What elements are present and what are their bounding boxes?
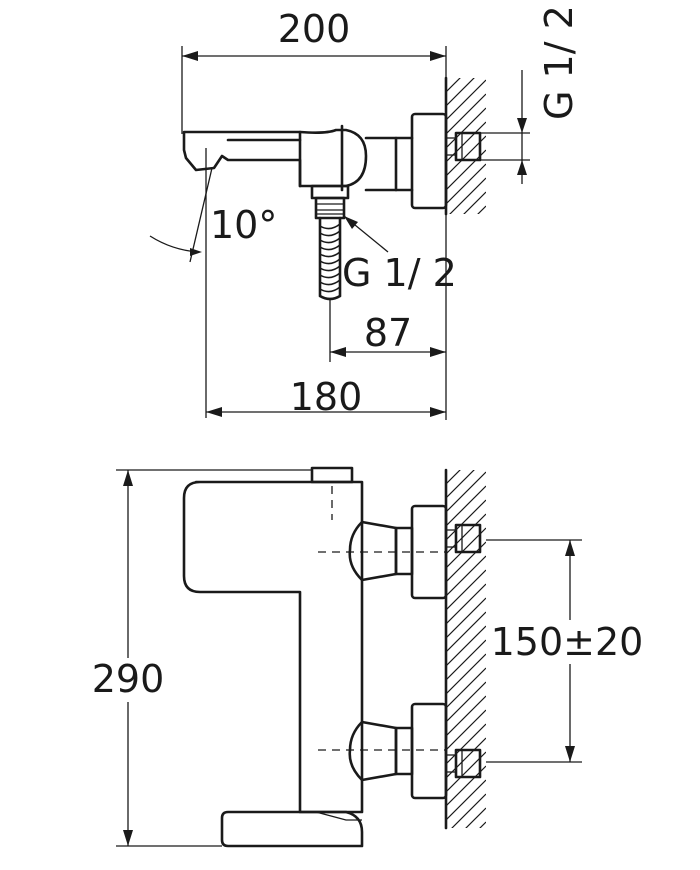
shower-hose bbox=[318, 216, 342, 301]
hatch-line bbox=[446, 625, 486, 667]
lower-inlet-connector bbox=[348, 702, 482, 800]
hatch-line bbox=[446, 78, 461, 93]
hatch-line bbox=[446, 470, 447, 471]
hatch-line bbox=[446, 470, 475, 499]
hose-coil bbox=[319, 265, 341, 272]
inlet-nut-top bbox=[454, 131, 482, 162]
hatch-line bbox=[446, 611, 486, 653]
hatch-line bbox=[446, 597, 486, 639]
wall-flange-top bbox=[410, 112, 448, 210]
hatch-line bbox=[446, 836, 486, 870]
hose-coil bbox=[319, 223, 341, 230]
hatch-line bbox=[446, 78, 447, 79]
hose-coil bbox=[319, 251, 341, 258]
hatch-line bbox=[446, 850, 486, 870]
dim-label-150: 150±20 bbox=[491, 620, 644, 664]
hatch-line bbox=[446, 639, 486, 681]
wall-hatch-top bbox=[446, 78, 486, 214]
hatch-line bbox=[446, 555, 486, 597]
hatch-line bbox=[446, 653, 486, 695]
spout-body bbox=[182, 128, 368, 188]
hatch-line bbox=[446, 470, 461, 485]
hose-coil bbox=[319, 286, 341, 293]
hatch-line bbox=[446, 79, 486, 121]
hatch-line bbox=[446, 723, 486, 765]
dim-label-200: 200 bbox=[278, 7, 351, 51]
hose-coil bbox=[319, 272, 341, 279]
hatch-line bbox=[446, 471, 486, 513]
hose-thread-top bbox=[314, 196, 346, 220]
hatch-line bbox=[451, 793, 486, 828]
hatch-line bbox=[463, 191, 486, 214]
hatch-line bbox=[446, 864, 486, 870]
hose-coil bbox=[319, 237, 341, 244]
hose-coil bbox=[319, 244, 341, 251]
hatch-line bbox=[446, 667, 486, 709]
hatch-line bbox=[446, 681, 486, 723]
front-view: 150±20 290 bbox=[88, 466, 644, 870]
connector-top bbox=[364, 136, 414, 192]
dim-label-hose-thread: G 1/ 2 bbox=[342, 251, 457, 295]
hatch-line bbox=[446, 107, 486, 149]
hatch-line bbox=[446, 779, 486, 821]
hatch-line bbox=[446, 499, 486, 541]
dim-label-inlet-thread: G 1/ 2 bbox=[537, 5, 581, 120]
dim-label-180: 180 bbox=[290, 375, 363, 419]
hatch-line bbox=[449, 177, 486, 214]
mixer-handle bbox=[310, 466, 354, 484]
upper-inlet-connector bbox=[348, 504, 482, 600]
hose-coil bbox=[319, 279, 341, 286]
hatch-line bbox=[446, 695, 486, 737]
hatch-line bbox=[446, 163, 486, 205]
hatch-line bbox=[477, 205, 486, 214]
hatch-line bbox=[446, 737, 486, 779]
hose-coil bbox=[319, 258, 341, 265]
mixer-body bbox=[182, 480, 364, 814]
dim-label-87: 87 bbox=[364, 311, 412, 355]
spout-outlet bbox=[220, 810, 364, 848]
wall-hatch-bottom bbox=[446, 470, 486, 870]
hatch-line bbox=[465, 807, 486, 828]
spout-axis-line bbox=[189, 167, 213, 263]
side-view: 200 G 1/ 2 10° G 1/ 2 87 180 bbox=[149, 5, 581, 420]
hatch-line bbox=[446, 583, 486, 625]
hatch-line bbox=[446, 485, 486, 527]
dim-label-290: 290 bbox=[92, 657, 165, 701]
hatch-line bbox=[446, 569, 486, 611]
hose-coil bbox=[319, 230, 341, 237]
hatch-line bbox=[446, 709, 486, 751]
dim-label-angle: 10° bbox=[210, 203, 277, 247]
hatch-line bbox=[446, 93, 486, 135]
hatch-line bbox=[446, 78, 475, 107]
